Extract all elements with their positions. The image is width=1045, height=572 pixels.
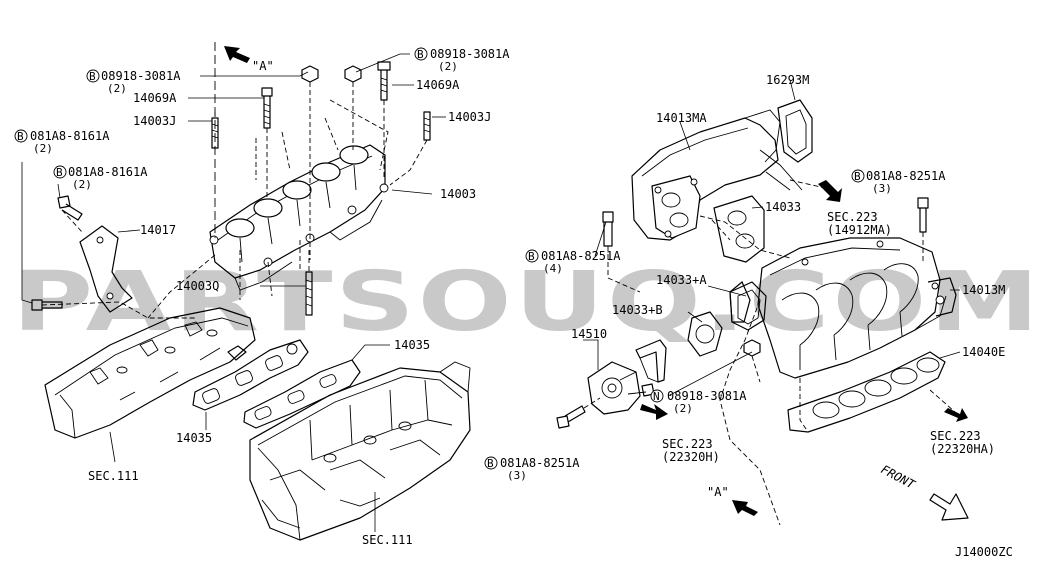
gasket-14033 [713, 195, 765, 263]
label-sec111-left: SEC.111 [88, 469, 139, 483]
label-14013MA: 14013MA [656, 111, 707, 125]
svg-text:SEC.223: SEC.223 [827, 210, 878, 224]
svg-text:SEC.223: SEC.223 [930, 429, 981, 443]
svg-text:SEC.223: SEC.223 [662, 437, 713, 451]
svg-text:B: B [17, 130, 24, 143]
svg-text:081A8-8251A: 081A8-8251A [541, 249, 621, 263]
label-14035-top: 14035 [394, 338, 430, 352]
bracket-14017 [79, 225, 133, 313]
label-16293M: 16293M [766, 73, 809, 87]
label-14040E: 14040E [962, 345, 1005, 359]
right-assembly-lines [583, 179, 956, 526]
label-14003J-right: 14003J [448, 110, 491, 124]
label-14510: 14510 [571, 327, 607, 341]
gasket-14035-upper [243, 359, 361, 429]
gasket-14035-lower [192, 339, 309, 411]
label-14017: 14017 [140, 223, 176, 237]
sec-arrows [640, 180, 968, 516]
gasket-14033B [687, 311, 723, 357]
cylinder-block-drawing [249, 361, 471, 541]
leader-lines [21, 53, 961, 532]
svg-text:081A8-8161A: 081A8-8161A [30, 129, 110, 143]
svg-text:(2): (2) [673, 402, 693, 415]
labels: B 08918-3081A (2) 14069A 14003J B 081A8-… [14, 47, 1013, 559]
svg-text:(22320HA): (22320HA) [930, 442, 995, 456]
left-bolts-and-studs [31, 61, 431, 316]
label-14069A-right: 14069A [416, 78, 460, 92]
svg-text:08918-3081A: 08918-3081A [667, 389, 747, 403]
svg-text:"A": "A" [252, 59, 274, 73]
svg-text:(22320H): (22320H) [662, 450, 720, 464]
svg-text:(14912MA): (14912MA) [827, 223, 892, 237]
label-14003J-left: 14003J [133, 114, 176, 128]
valve-14510 [587, 361, 655, 415]
front-direction-indicator: FRONT [879, 462, 969, 521]
intake-collector-14013MA [631, 109, 803, 241]
svg-text:081A8-8161A: 081A8-8161A [68, 165, 148, 179]
svg-text:08918-3081A: 08918-3081A [101, 69, 181, 83]
label-14033: 14033 [765, 200, 801, 214]
cylinder-head-drawing [44, 307, 256, 439]
svg-text:(2): (2) [72, 178, 92, 191]
svg-text:(2): (2) [107, 82, 127, 95]
left-assembly-lines [41, 42, 428, 319]
gasket-16293M [777, 99, 813, 163]
label-14033A: 14033+A [656, 273, 707, 287]
label-sec111-right: SEC.111 [362, 533, 413, 547]
label-14003Q: 14003Q [176, 279, 219, 293]
svg-text:08918-3081A: 08918-3081A [430, 47, 510, 61]
svg-text:(2): (2) [438, 60, 458, 73]
label-14003: 14003 [440, 187, 476, 201]
view-a-arrow-top: "A" [224, 46, 274, 73]
label-14069A-left: 14069A [133, 91, 177, 105]
svg-text:B: B [854, 170, 861, 183]
label-14035-bottom: 14035 [176, 431, 212, 445]
diagram-code: J14000ZC [955, 545, 1013, 559]
svg-text:(4): (4) [543, 262, 563, 275]
svg-text:081A8-8251A: 081A8-8251A [866, 169, 946, 183]
svg-text:N: N [653, 390, 660, 403]
watermark: PARTSOUQ.COM [12, 255, 1042, 350]
svg-text:(2): (2) [33, 142, 53, 155]
svg-text:081A8-8251A: 081A8-8251A [500, 456, 580, 470]
svg-text:B: B [56, 166, 63, 179]
svg-text:(3): (3) [872, 182, 892, 195]
svg-text:B: B [417, 48, 424, 61]
svg-text:(3): (3) [507, 469, 527, 482]
label-14013M: 14013M [962, 283, 1005, 297]
svg-text:B: B [528, 250, 535, 263]
view-a-label-bottom: "A" [707, 485, 729, 499]
svg-text:B: B [487, 457, 494, 470]
svg-text:B: B [89, 70, 96, 83]
front-label: FRONT [879, 462, 918, 492]
label-14033B: 14033+B [612, 303, 663, 317]
gasket-14040E [787, 351, 946, 433]
intake-manifold-14013M [729, 237, 957, 379]
hose-clip [635, 339, 667, 383]
